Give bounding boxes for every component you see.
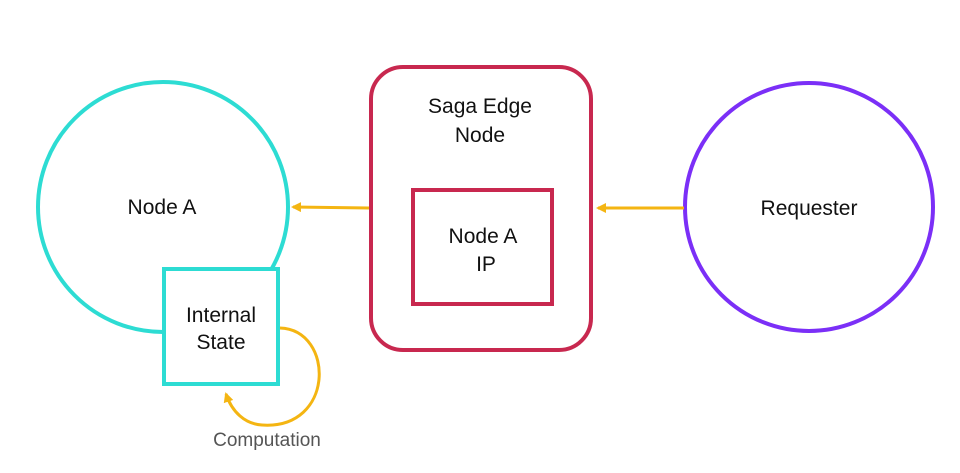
saga-to-node-a-arrow bbox=[291, 202, 370, 213]
saga-edge-node-box[interactable] bbox=[369, 65, 593, 352]
computation-label: Computation bbox=[213, 430, 321, 451]
requester-circle[interactable] bbox=[683, 81, 935, 333]
internal-state-label-line2: State bbox=[196, 331, 245, 354]
node-a-ip-box[interactable] bbox=[411, 188, 554, 306]
node-a-ip-label-line1: Node A bbox=[449, 225, 518, 248]
node-a-label: Node A bbox=[128, 196, 197, 219]
internal-state-label-line1: Internal bbox=[186, 304, 256, 327]
requester-label: Requester bbox=[761, 197, 858, 220]
saga-edge-node-label-line1: Saga Edge bbox=[428, 95, 532, 118]
saga-edge-node-label-line2: Node bbox=[455, 124, 505, 147]
internal-state-box[interactable] bbox=[162, 267, 280, 386]
node-a-ip-label-line2: IP bbox=[476, 253, 496, 276]
computation-loop-arrow bbox=[223, 326, 321, 427]
